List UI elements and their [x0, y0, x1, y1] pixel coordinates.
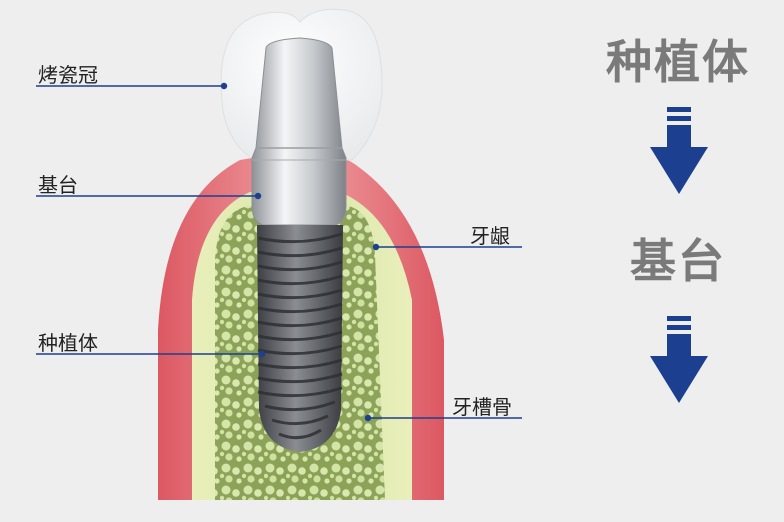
implant-thread — [257, 246, 343, 258]
implant-thread — [257, 232, 343, 244]
label-bone: 牙槽骨 — [452, 395, 512, 419]
label-abutment: 基台 — [38, 173, 78, 197]
flow-step-abutment: 基台 — [630, 234, 726, 288]
implant-thread — [257, 386, 343, 398]
abutment — [251, 37, 347, 226]
implant-thread — [257, 358, 343, 370]
implant-thread — [278, 428, 322, 440]
implant-thread — [257, 302, 343, 314]
implant-thread — [257, 330, 343, 342]
down-arrow-2 — [650, 316, 708, 403]
implant-thread — [271, 414, 329, 426]
implant-thread — [257, 372, 343, 384]
implant-thread — [257, 316, 343, 328]
implant-thread — [264, 400, 336, 412]
down-arrow-1 — [650, 107, 708, 194]
implant-thread — [257, 344, 343, 356]
label-implant: 种植体 — [38, 331, 98, 355]
label-gum: 牙龈 — [470, 224, 510, 248]
implant-thread — [257, 260, 343, 272]
implant-thread — [257, 288, 343, 300]
label-crown: 烤瓷冠 — [38, 63, 98, 87]
flow-step-implant: 种植体 — [606, 35, 750, 89]
implant-thread — [257, 274, 343, 286]
